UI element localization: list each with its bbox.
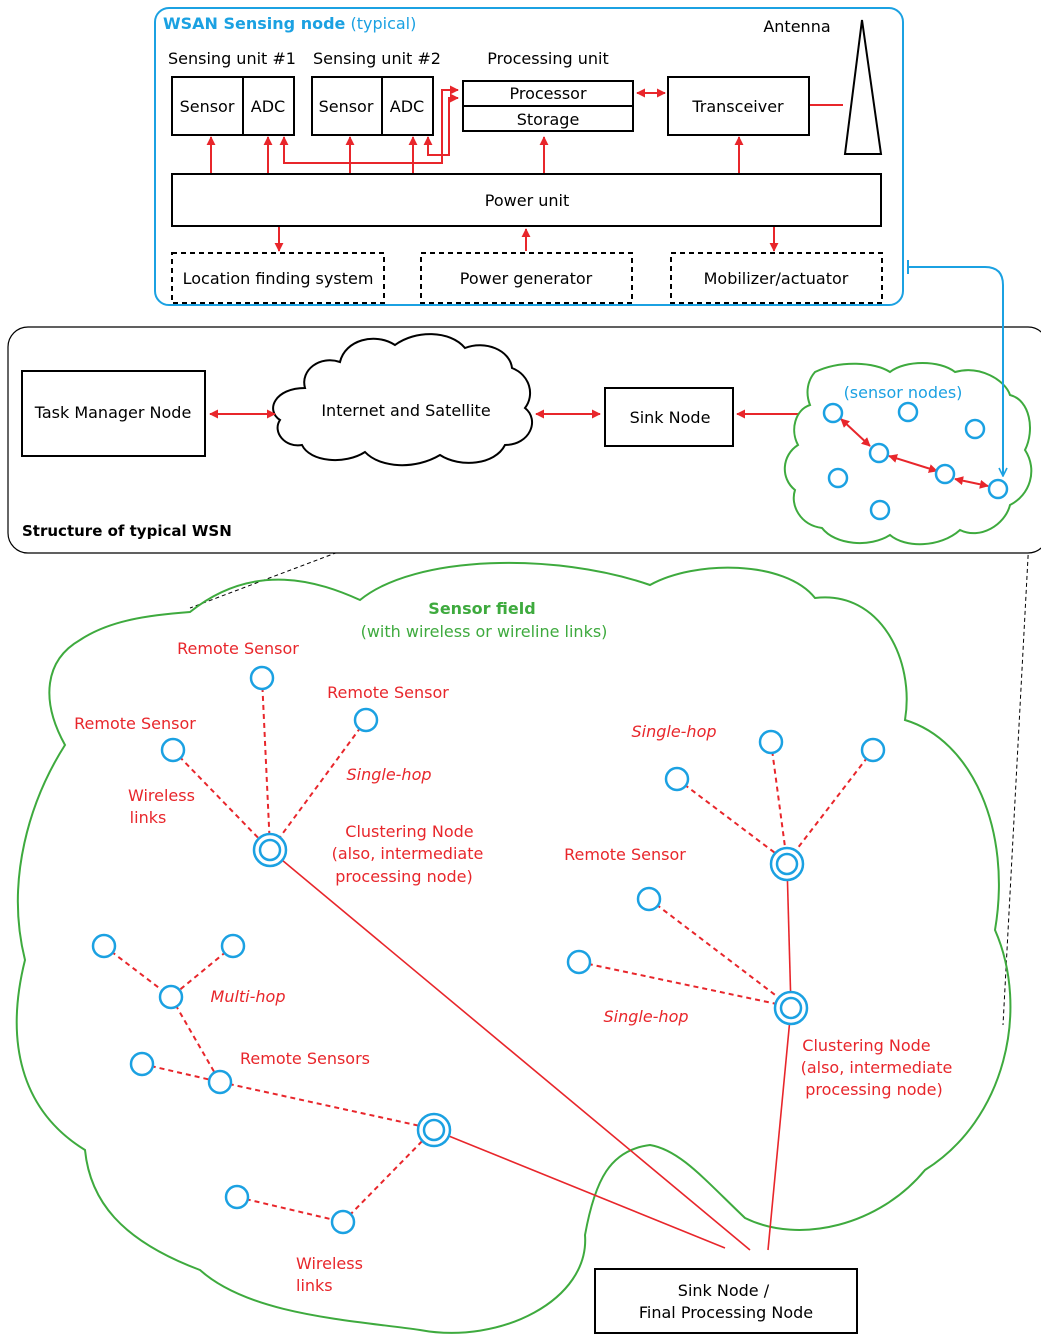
task-manager-node: Task Manager Node — [21, 370, 206, 457]
sensor-node — [868, 442, 890, 464]
final-sink-label: Sink Node / Final Processing Node — [639, 1281, 813, 1322]
sensor-field: Sensor field (with wireless or wireline … — [15, 371, 1031, 1334]
sensing-node-panel: WSAN Sensing node (typical) Antenna Sens… — [154, 7, 904, 306]
clustering-node — [773, 990, 809, 1026]
sensing-unit-1-label: Sensing unit #1 — [168, 49, 296, 68]
remote-sensor-label: Remote Sensor — [564, 845, 686, 864]
clustering-node — [416, 1112, 452, 1148]
node-detail-connector — [907, 260, 1003, 476]
remote-sensor-node — [860, 737, 886, 763]
antenna-label: Antenna — [763, 17, 830, 36]
single-hop-label: Single-hop — [603, 1007, 688, 1026]
processor-label: Processor — [509, 84, 586, 103]
transceiver: Transceiver — [667, 76, 810, 136]
sensor-node — [987, 478, 1009, 500]
sensor-label: Sensor — [180, 97, 235, 116]
sensor-nodes-label: (sensor nodes) — [844, 383, 963, 402]
sink-node-label: Sink Node — [630, 408, 711, 427]
remote-sensor-node — [758, 729, 784, 755]
internet-cloud: Internet and Satellite — [272, 333, 534, 467]
adc-label: ADC — [390, 97, 424, 116]
remote-sensor-node — [91, 933, 117, 959]
sensing-unit-1: Sensor ADC — [171, 76, 295, 136]
antenna-icon — [843, 19, 883, 155]
zoom-line-right — [1002, 519, 1031, 1026]
clustering-node-label: Clustering Node (also, intermediate proc… — [332, 822, 489, 886]
processing-unit: Processor Storage — [462, 80, 634, 132]
cluster-multi-hop — [103, 945, 435, 1223]
remote-sensor-label: Remote Sensor — [177, 639, 299, 658]
field-sensor-nodes — [91, 665, 886, 1235]
wsn-caption: Structure of typical WSN — [22, 522, 232, 540]
single-hop-label: Single-hop — [631, 722, 716, 741]
wireless-links-label: Wireless links — [128, 786, 200, 827]
single-hop-label: Single-hop — [346, 765, 431, 784]
wsn-structure-panel: Structure of typical WSN Task Manager No… — [7, 326, 1041, 554]
mobilizer-label: Mobilizer/actuator — [704, 269, 849, 288]
mobilizer-actuator: Mobilizer/actuator — [670, 252, 883, 304]
remote-sensor-node — [566, 949, 592, 975]
remote-sensor-label: Remote Sensor — [74, 714, 196, 733]
cluster-bottom-right — [578, 898, 792, 1008]
sensor-node — [897, 401, 919, 423]
cluster-top-right — [676, 741, 874, 863]
sensor-node — [934, 463, 956, 485]
sensing-node-title: WSAN Sensing node (typical) — [163, 14, 416, 33]
sensor-field-title: Sensor field — [428, 599, 535, 618]
sensing-unit-2-label: Sensing unit #2 — [313, 49, 441, 68]
adc-label: ADC — [251, 97, 285, 116]
wireless-links-label-bottom: Wireless links — [296, 1254, 368, 1295]
clustering-node — [769, 846, 805, 882]
power-generator: Power generator — [420, 252, 633, 304]
remote-sensor-node — [353, 707, 379, 733]
power-unit-label: Power unit — [485, 191, 569, 210]
sensor-node — [869, 499, 891, 521]
power-unit: Power unit — [171, 173, 882, 227]
power-wiring — [206, 85, 843, 252]
remote-sensor-node — [129, 1051, 155, 1077]
remote-sensor-node — [158, 984, 184, 1010]
sensor-nodes-cloud: (sensor nodes) — [783, 362, 1033, 546]
sensor-field-subtitle: (with wireless or wireline links) — [361, 622, 608, 641]
sensor-label: Sensor — [319, 97, 374, 116]
sensor-field-cloud — [15, 561, 1012, 1334]
sink-node: Sink Node — [604, 387, 734, 447]
sensor-node — [822, 402, 844, 424]
multi-hop-label: Multi-hop — [211, 987, 286, 1006]
remote-sensor-node — [160, 737, 186, 763]
wsn-panel-frame — [7, 326, 1041, 554]
remote-sensor-node — [224, 1184, 250, 1210]
sensor-node — [964, 418, 986, 440]
location-finding-label: Location finding system — [183, 269, 374, 288]
clustering-node — [252, 832, 288, 868]
sensor-node — [827, 467, 849, 489]
sink-uplinks — [269, 849, 792, 1251]
remote-sensor-node — [249, 665, 275, 691]
remote-sensor-node — [636, 886, 662, 912]
sensing-unit-2: Sensor ADC — [311, 76, 434, 136]
internet-label: Internet and Satellite — [321, 401, 490, 420]
power-generator-label: Power generator — [460, 269, 593, 288]
task-manager-label: Task Manager Node — [34, 403, 192, 422]
final-sink-node: Sink Node / Final Processing Node — [594, 1268, 858, 1334]
cluster-top-left — [172, 677, 367, 849]
clustering-node-label: Clustering Node (also, intermediate proc… — [801, 1036, 958, 1099]
remote-sensor-label: Remote Sensor — [327, 683, 449, 702]
remote-sensor-node — [220, 933, 246, 959]
remote-sensor-node — [664, 766, 690, 792]
clustering-nodes — [252, 832, 809, 1148]
remote-sensor-node — [207, 1069, 233, 1095]
storage-label: Storage — [517, 110, 580, 129]
zoom-line-left — [189, 371, 816, 609]
remote-sensors-label: Remote Sensors — [240, 1049, 370, 1068]
transceiver-label: Transceiver — [691, 97, 784, 116]
processing-unit-label: Processing unit — [487, 49, 609, 68]
remote-sensor-node — [330, 1209, 356, 1235]
location-finding-system: Location finding system — [171, 252, 385, 304]
